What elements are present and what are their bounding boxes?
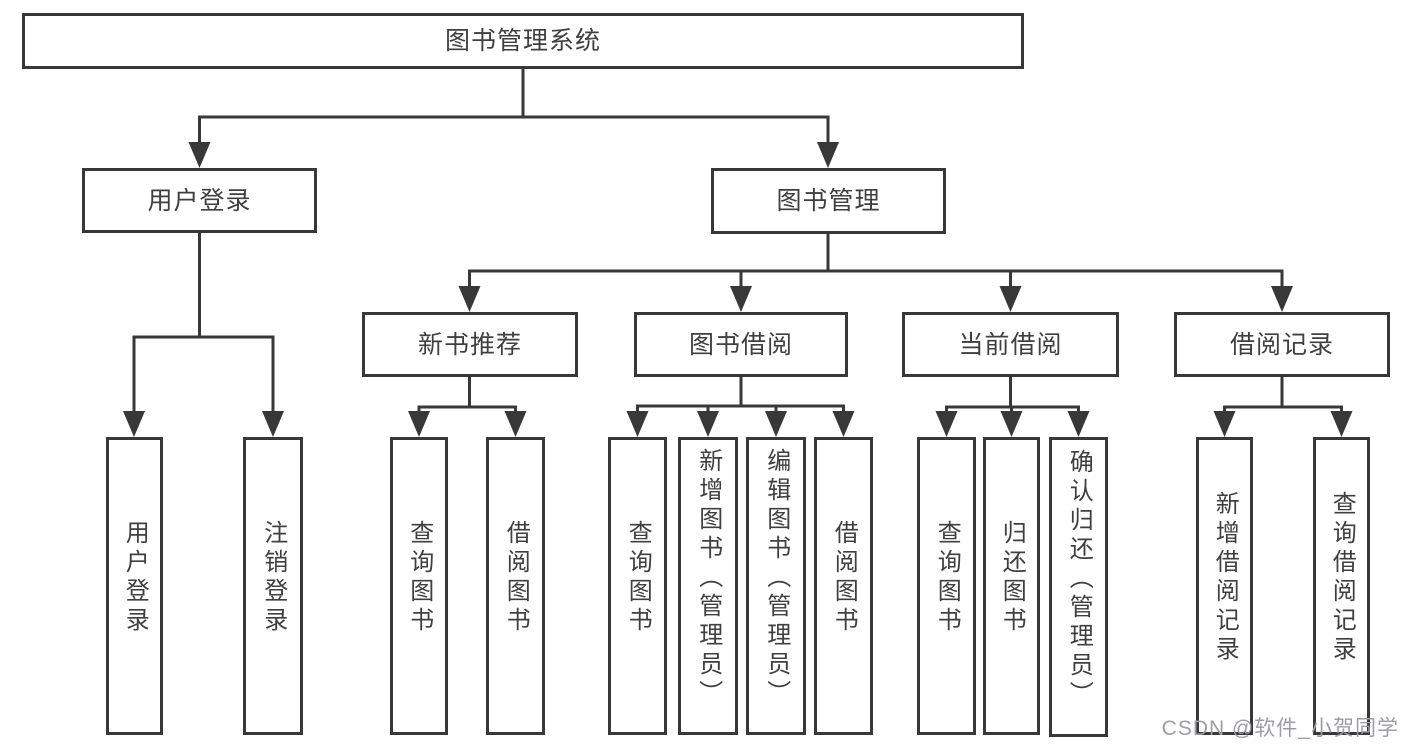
arrowheads-book-management-children bbox=[458, 286, 1293, 312]
connector-new-book-rec-children bbox=[417, 377, 517, 418]
node-user-login-label: 用户登录 bbox=[147, 186, 252, 215]
node-new-book-recommendation: 新书推荐 bbox=[362, 312, 578, 377]
watermark-text: CSDN @软件_小贺同学 bbox=[1161, 717, 1399, 740]
node-leaf-user-login: 用户登录 bbox=[106, 437, 163, 735]
node-current-borrowing-label: 当前借阅 bbox=[958, 330, 1063, 359]
node-leaf-confirm-return-admin: 确认归还（管理员） bbox=[1049, 437, 1108, 737]
node-leaf-borrow-books: 借阅图书 bbox=[814, 437, 873, 735]
node-leaf-user-login-label: 用户登录 bbox=[121, 520, 149, 636]
node-leaf-borrow-books-rec-label: 借阅图书 bbox=[502, 520, 530, 636]
arrowheads-new-book-rec-children bbox=[408, 411, 527, 437]
connector-book-borrowing-children bbox=[636, 377, 845, 418]
node-library-management-system: 图书管理系统 bbox=[22, 13, 1024, 69]
node-leaf-borrow-books-label: 借阅图书 bbox=[830, 520, 858, 636]
node-book-management: 图书管理 bbox=[711, 168, 946, 234]
node-leaf-borrow-books-rec: 借阅图书 bbox=[486, 437, 545, 735]
node-current-borrowing: 当前借阅 bbox=[902, 312, 1119, 377]
arrowheads-current-borrowing-children bbox=[935, 411, 1090, 437]
connector-user-login-children bbox=[132, 233, 275, 418]
node-leaf-add-borrow-record-label: 新增借阅记录 bbox=[1211, 491, 1239, 665]
connector-root-to-level1 bbox=[198, 69, 830, 148]
node-leaf-edit-books-admin: 编辑图书（管理员） bbox=[746, 437, 806, 735]
node-borrowing-records: 借阅记录 bbox=[1174, 312, 1390, 377]
node-leaf-query-books-current: 查询图书 bbox=[917, 437, 976, 735]
node-book-borrowing-label: 图书借阅 bbox=[688, 330, 793, 359]
node-leaf-query-borrow-record-label: 查询借阅记录 bbox=[1328, 491, 1356, 665]
node-leaf-query-books-current-label: 查询图书 bbox=[933, 520, 961, 636]
arrowheads-root-to-level1 bbox=[188, 142, 839, 168]
arrowheads-borrowing-records-children bbox=[1213, 411, 1353, 437]
arrowheads-book-borrowing-children bbox=[626, 411, 855, 437]
node-user-login: 用户登录 bbox=[82, 168, 317, 233]
node-book-management-label: 图书管理 bbox=[776, 187, 881, 215]
node-book-borrowing: 图书借阅 bbox=[634, 312, 848, 377]
node-leaf-query-borrow-record: 查询借阅记录 bbox=[1313, 437, 1370, 735]
node-borrowing-records-label: 借阅记录 bbox=[1229, 330, 1334, 359]
arrowheads-user-login-children bbox=[123, 411, 284, 437]
node-leaf-query-books-rec-label: 查询图书 bbox=[405, 520, 433, 636]
node-leaf-confirm-return-admin-label: 确认归还（管理员） bbox=[1065, 448, 1093, 710]
node-leaf-query-books-borrow-label: 查询图书 bbox=[624, 520, 652, 636]
node-leaf-logout-label: 注销登录 bbox=[259, 520, 287, 636]
node-leaf-add-books-admin: 新增图书（管理员） bbox=[678, 437, 738, 735]
connector-borrowing-records-children bbox=[1223, 377, 1343, 418]
node-leaf-return-books-label: 归还图书 bbox=[998, 520, 1026, 636]
node-leaf-query-books-rec: 查询图书 bbox=[390, 437, 448, 735]
node-leaf-return-books: 归还图书 bbox=[983, 437, 1040, 735]
node-leaf-logout: 注销登录 bbox=[243, 437, 303, 735]
node-leaf-edit-books-admin-label: 编辑图书（管理员） bbox=[762, 447, 790, 709]
node-library-management-system-label: 图书管理系统 bbox=[444, 27, 601, 55]
node-leaf-add-books-admin-label: 新增图书（管理员） bbox=[694, 447, 722, 709]
connector-book-management-children bbox=[468, 234, 1284, 293]
node-new-book-recommendation-label: 新书推荐 bbox=[417, 330, 522, 359]
node-leaf-add-borrow-record: 新增借阅记录 bbox=[1196, 437, 1253, 735]
node-leaf-query-books-borrow: 查询图书 bbox=[608, 437, 667, 735]
